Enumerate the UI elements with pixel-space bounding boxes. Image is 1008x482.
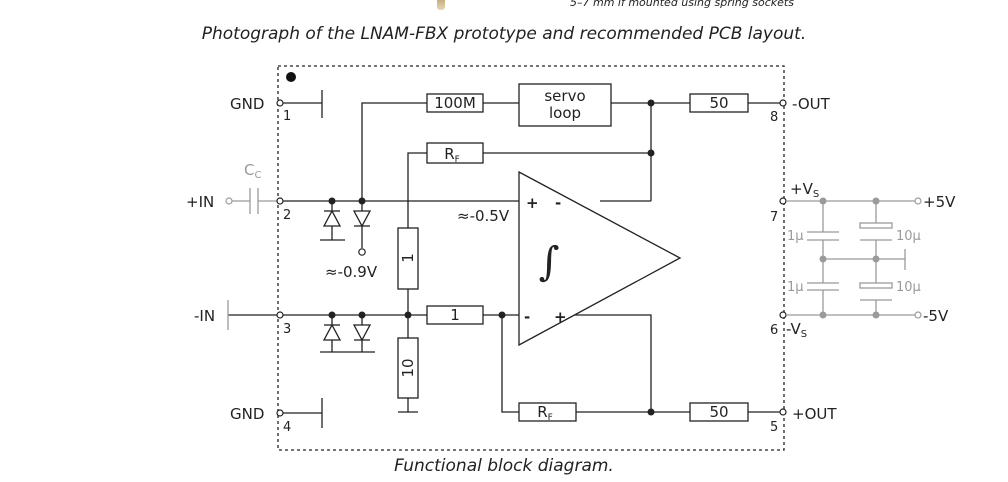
pin-out-plus-label: +OUT xyxy=(792,405,837,423)
servo-label-line1: servo xyxy=(544,87,585,105)
cap-10u-bot-label: 10µ xyxy=(896,280,921,295)
photo-caption: Photograph of the LNAM-FBX prototype and… xyxy=(201,24,807,44)
cap-1u-top-label: 1µ xyxy=(787,229,804,244)
wiring xyxy=(228,90,781,428)
opamp-top-minus: - xyxy=(555,194,561,212)
pos5v-terminal xyxy=(914,197,922,205)
block-diagram-caption: Functional block diagram. xyxy=(394,456,614,476)
integrator-symbol: ∫ xyxy=(539,239,560,285)
voltage-09-annotation: ≈-0.9V xyxy=(325,263,378,281)
neg5v-terminal xyxy=(914,311,922,319)
integrator-opamp xyxy=(518,170,682,347)
pin-in-plus-label: +IN xyxy=(186,193,214,211)
supply-neg-label: -5V xyxy=(923,307,949,325)
supply-pos-label: +5V xyxy=(923,193,956,211)
pin-8-number: 8 xyxy=(770,110,778,125)
pin-gnd-bottom-label: GND xyxy=(230,405,264,423)
module-boundary xyxy=(277,65,785,451)
pin-vs-plus-label: +VS xyxy=(790,180,819,200)
resistors xyxy=(397,83,749,422)
pin-in-minus-label: -IN xyxy=(194,307,215,325)
pin-terminals xyxy=(276,99,787,417)
top-caption-fragment: 5–7 mm if mounted using spring sockets xyxy=(570,0,794,9)
rf-top-label: RF xyxy=(444,145,460,165)
opamp-top-plus: + xyxy=(526,194,539,212)
res-vertical-10-label: 10 xyxy=(399,358,417,377)
cap-1u-bot-label: 1µ xyxy=(787,280,804,295)
voltage-half-annotation: ≈-0.5V xyxy=(457,207,510,225)
protection-diodes xyxy=(322,209,372,342)
in-plus-terminal xyxy=(225,197,233,205)
opamp-bot-minus: - xyxy=(524,308,530,326)
pin-5-number: 5 xyxy=(770,420,778,435)
junctions xyxy=(328,99,655,416)
pin-4-number: 4 xyxy=(283,420,291,435)
rf-bottom-label: RF xyxy=(537,403,553,423)
pin-7-number: 7 xyxy=(770,210,778,225)
pin-vs-minus-label: -VS xyxy=(786,320,807,340)
res-out-top-label: 50 xyxy=(709,94,728,112)
pin-3-number: 3 xyxy=(283,322,291,337)
pin-1-number: 1 xyxy=(283,109,291,124)
pin-out-minus-label: -OUT xyxy=(792,95,831,113)
servo-label-line2: loop xyxy=(549,104,581,122)
pin1-marker-dot xyxy=(286,72,296,82)
pin-6-number: 6 xyxy=(770,323,778,338)
supply-junctions xyxy=(819,197,880,319)
cap-cc-label: CC xyxy=(244,161,261,181)
photo-sliver xyxy=(437,0,445,10)
pin-gnd-top-label: GND xyxy=(230,95,264,113)
res-in-1-label: 1 xyxy=(450,306,460,324)
bias-terminal xyxy=(358,248,366,256)
opamp-bot-plus: + xyxy=(554,308,567,326)
cap-10u-top-label: 10µ xyxy=(896,229,921,244)
res-vertical-1-label: 1 xyxy=(399,253,417,263)
res-out-bottom-label: 50 xyxy=(709,403,728,421)
res-100m-label: 100M xyxy=(434,94,476,112)
pin-2-number: 2 xyxy=(283,208,291,223)
